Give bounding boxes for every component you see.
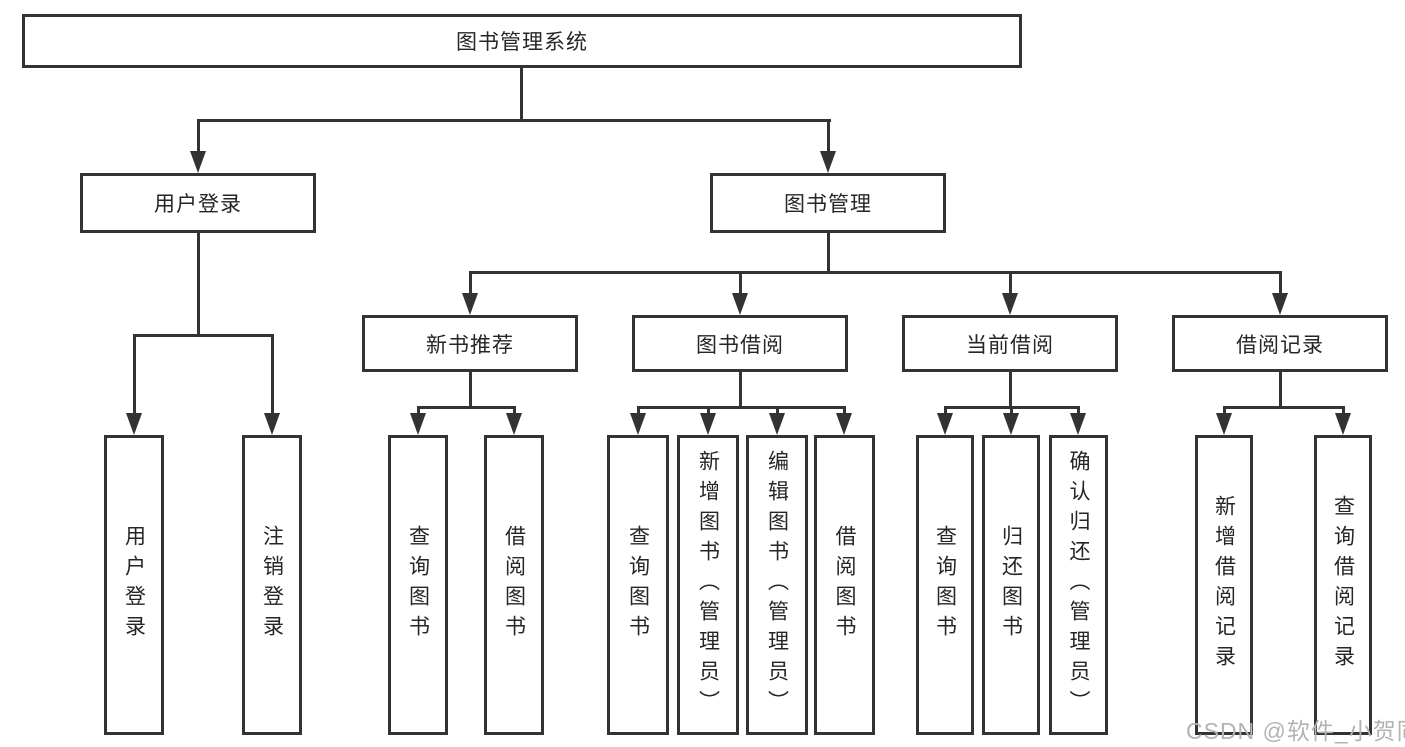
leaf-label: 新增借阅记录 xyxy=(1212,495,1236,675)
arrow-down xyxy=(700,413,716,435)
arrow-down xyxy=(769,413,785,435)
connector-line xyxy=(1342,406,1345,416)
connector-line xyxy=(520,68,523,122)
arrow-down xyxy=(820,151,836,173)
leaf-user-login: 用户登录 xyxy=(104,435,164,735)
arrow-down xyxy=(1002,293,1018,315)
connector-line xyxy=(133,334,274,337)
connector-line xyxy=(1223,406,1344,409)
connector-line xyxy=(417,406,420,416)
node-label: 用户登录 xyxy=(154,193,242,216)
leaf-logout: 注销登录 xyxy=(242,435,302,735)
arrow-down xyxy=(732,293,748,315)
connector-line xyxy=(1009,271,1012,297)
arrow-down xyxy=(1003,413,1019,435)
connector-line xyxy=(1279,372,1282,409)
leaf-label: 查询图书 xyxy=(626,525,650,645)
node-borrow-records: 借阅记录 xyxy=(1172,315,1388,372)
connector-line xyxy=(637,406,846,409)
arrow-down xyxy=(1335,413,1351,435)
leaf-query-books-borrow: 查询图书 xyxy=(607,435,669,735)
node-current-borrow: 当前借阅 xyxy=(902,315,1118,372)
connector-line xyxy=(827,233,830,274)
leaf-label: 确认归还（管理员） xyxy=(1067,450,1090,720)
connector-line xyxy=(827,119,830,155)
connector-line xyxy=(776,406,779,416)
leaf-label: 查询图书 xyxy=(406,525,430,645)
arrow-down xyxy=(264,413,280,435)
arrow-down xyxy=(630,413,646,435)
arrow-down xyxy=(1272,293,1288,315)
connector-line xyxy=(197,119,831,122)
leaf-add-borrow-record: 新增借阅记录 xyxy=(1195,435,1253,735)
connector-line xyxy=(469,271,472,297)
leaf-query-borrow-record: 查询借阅记录 xyxy=(1314,435,1372,735)
node-book-management: 图书管理 xyxy=(710,173,946,233)
leaf-query-books-current: 查询图书 xyxy=(916,435,974,735)
node-user-login: 用户登录 xyxy=(80,173,316,233)
node-label: 当前借阅 xyxy=(966,333,1054,357)
connector-line xyxy=(133,334,136,415)
node-label: 新书推荐 xyxy=(426,333,514,357)
leaf-edit-books-admin: 编辑图书（管理员） xyxy=(746,435,808,735)
arrow-down xyxy=(1216,413,1232,435)
arrow-down xyxy=(1070,413,1086,435)
connector-line xyxy=(1010,406,1013,416)
connector-line xyxy=(513,406,516,416)
leaf-query-books-recommend: 查询图书 xyxy=(388,435,448,735)
node-label: 借阅记录 xyxy=(1236,333,1324,357)
node-label: 图书管理系统 xyxy=(456,31,588,54)
connector-line xyxy=(1077,406,1080,416)
leaf-label: 新增图书（管理员） xyxy=(696,450,720,720)
leaf-label: 借阅图书 xyxy=(502,525,526,645)
connector-line xyxy=(843,406,846,416)
watermark: CSDN @软件_小贺同学 xyxy=(1186,718,1405,744)
connector-line xyxy=(271,334,274,415)
connector-line xyxy=(707,406,710,416)
leaf-label: 查询借阅记录 xyxy=(1331,495,1355,675)
node-label: 图书借阅 xyxy=(696,333,784,357)
connector-line xyxy=(1223,406,1226,416)
leaf-confirm-return-admin: 确认归还（管理员） xyxy=(1049,435,1108,735)
leaf-return-books: 归还图书 xyxy=(982,435,1040,735)
connector-line xyxy=(417,406,516,409)
connector-line xyxy=(197,119,200,155)
arrow-down xyxy=(410,413,426,435)
connector-line xyxy=(637,406,640,416)
connector-line xyxy=(469,271,1282,274)
arrow-down xyxy=(836,413,852,435)
connector-line xyxy=(197,233,200,337)
leaf-label: 用户登录 xyxy=(122,525,146,645)
leaf-add-books-admin: 新增图书（管理员） xyxy=(677,435,739,735)
connector-line xyxy=(944,406,947,416)
leaf-label: 查询图书 xyxy=(933,525,957,645)
leaf-label: 借阅图书 xyxy=(833,525,856,645)
arrow-down xyxy=(937,413,953,435)
node-book-borrow: 图书借阅 xyxy=(632,315,848,372)
leaf-label: 注销登录 xyxy=(260,525,284,645)
arrow-down xyxy=(506,413,522,435)
arrow-down xyxy=(462,293,478,315)
connector-line xyxy=(469,372,472,409)
connector-line xyxy=(739,271,742,297)
connector-line xyxy=(1279,271,1282,297)
arrow-down xyxy=(126,413,142,435)
leaf-borrow-books-recommend: 借阅图书 xyxy=(484,435,544,735)
leaf-borrow-books: 借阅图书 xyxy=(814,435,875,735)
node-library-management-system: 图书管理系统 xyxy=(22,14,1022,68)
leaf-label: 归还图书 xyxy=(999,525,1023,645)
node-new-book-recommend: 新书推荐 xyxy=(362,315,578,372)
arrow-down xyxy=(190,151,206,173)
connector-line xyxy=(1009,372,1012,409)
leaf-label: 编辑图书（管理员） xyxy=(765,450,789,720)
connector-line xyxy=(739,372,742,409)
node-label: 图书管理 xyxy=(784,193,872,216)
